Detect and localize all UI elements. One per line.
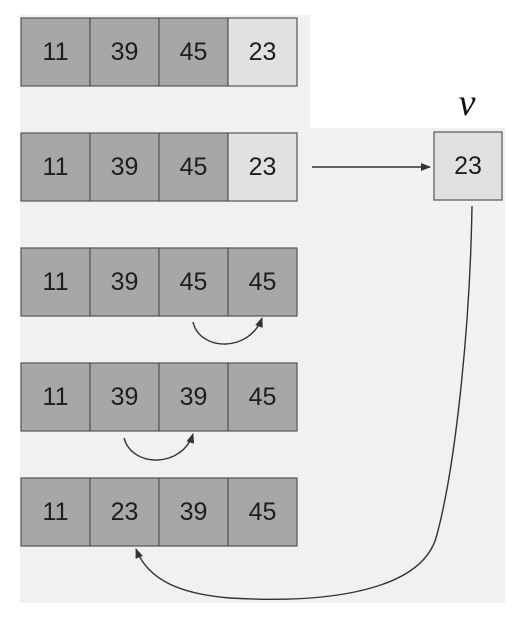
array-cell-value: 23 xyxy=(249,38,277,66)
variable-box xyxy=(433,131,503,201)
arrows xyxy=(123,163,473,600)
arrow-shift-45 xyxy=(192,317,263,345)
array-cell-value: 39 xyxy=(111,383,139,411)
array-cell xyxy=(89,247,160,317)
array-cell-value: 45 xyxy=(180,153,208,181)
array-row-3: 11 39 45 45 xyxy=(20,247,298,317)
array-cell xyxy=(227,17,298,87)
array-cell xyxy=(20,132,91,202)
array-cell xyxy=(89,132,160,202)
array-cell xyxy=(20,362,91,432)
array-cell xyxy=(227,477,298,547)
variable-v: v 23 xyxy=(433,82,503,201)
array-cell-value: 23 xyxy=(111,498,139,526)
array-cell-value: 11 xyxy=(43,38,69,66)
array-cell-value: 45 xyxy=(249,383,277,411)
variable-label: v xyxy=(459,82,476,124)
array-cell-value: 45 xyxy=(249,268,277,296)
array-cell-value: 11 xyxy=(43,153,69,181)
array-cell xyxy=(158,132,229,202)
arrow-insert-v xyxy=(135,205,473,600)
array-row-1: 11 39 45 23 xyxy=(20,17,298,87)
array-cell-value: 39 xyxy=(111,153,139,181)
array-cell-value: 39 xyxy=(111,268,139,296)
array-cell-value: 11 xyxy=(43,498,69,526)
array-cell xyxy=(158,477,229,547)
array-cell xyxy=(158,362,229,432)
array-cell-value: 45 xyxy=(180,38,208,66)
array-cell xyxy=(89,477,160,547)
array-cell xyxy=(158,247,229,317)
array-cell-value: 39 xyxy=(180,498,208,526)
array-cell xyxy=(20,247,91,317)
array-cell xyxy=(227,362,298,432)
arrow-shift-39 xyxy=(123,433,195,461)
array-cell-value: 39 xyxy=(111,38,139,66)
array-cell xyxy=(158,17,229,87)
array-row-4: 11 39 39 45 xyxy=(20,362,298,432)
array-cell xyxy=(227,247,298,317)
array-cell-value: 11 xyxy=(43,383,69,411)
array-cell xyxy=(227,132,298,202)
array-cell-value: 39 xyxy=(180,383,208,411)
variable-value: 23 xyxy=(454,152,482,180)
array-rows: 11 39 45 23 11 39 45 23 11 39 45 45 11 39 39 45 11 23 39 45 xyxy=(20,17,298,547)
array-cell-value: 45 xyxy=(180,268,208,296)
array-cell-value: 45 xyxy=(249,498,277,526)
array-row-2: 11 39 45 23 xyxy=(20,132,298,202)
array-cell-value: 23 xyxy=(249,153,277,181)
array-row-5: 11 23 39 45 xyxy=(20,477,298,547)
array-cell-value: 11 xyxy=(43,268,69,296)
